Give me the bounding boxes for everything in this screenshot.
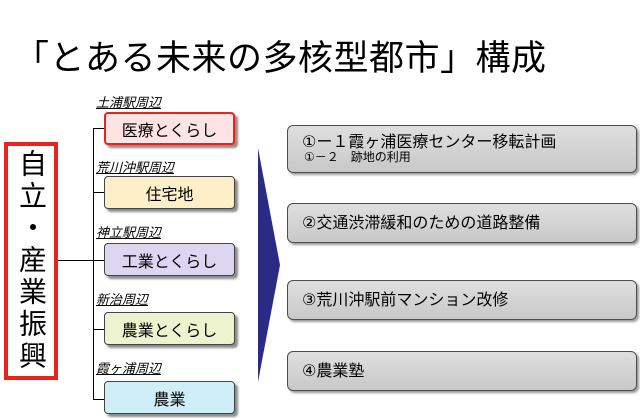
category-box: 農業 xyxy=(104,381,235,414)
area-label: 霞ヶ浦周辺 xyxy=(96,362,162,377)
category-box: 医療とくらし xyxy=(104,112,235,145)
area-label: 新治周辺 xyxy=(96,293,149,308)
area-label: 土浦駅周辺 xyxy=(96,96,162,111)
project-box-2: ②交通渋滞緩和のための道路整備 xyxy=(287,203,637,243)
project-title: ③荒川沖駅前マンション改修 xyxy=(302,289,509,309)
page-title: 「とある未来の多核型都市」構成 xyxy=(14,39,547,79)
category-box: 住宅地 xyxy=(104,176,235,209)
root-connector xyxy=(58,260,94,261)
root-label: 自立・産業振興 xyxy=(15,149,48,373)
branch-line xyxy=(93,329,105,330)
project-subtitle: ①－２ 跡地の利用 xyxy=(304,150,411,165)
project-title: ②交通渋滞緩和のための道路整備 xyxy=(302,212,541,232)
root-node: 自立・産業振興 xyxy=(4,142,58,380)
project-title: ①ー１霞ヶ浦医療センター移転計画 xyxy=(302,131,557,151)
category-box: 工業とくらし xyxy=(104,243,235,276)
branch-line xyxy=(93,260,105,261)
branch-line xyxy=(93,399,105,400)
project-title: ④農業塾 xyxy=(302,360,365,380)
flow-arrow-icon xyxy=(258,148,280,382)
category-box: 農業とくらし xyxy=(104,312,235,345)
project-box-1: ①ー１霞ヶ浦医療センター移転計画 ①－２ 跡地の利用 xyxy=(287,125,637,173)
project-box-4: ④農業塾 xyxy=(287,351,637,391)
branch-line xyxy=(93,128,105,129)
area-label: 荒川沖駅周辺 xyxy=(96,161,175,176)
branch-line xyxy=(93,192,105,193)
trunk-line xyxy=(93,128,94,400)
area-label: 神立駅周辺 xyxy=(96,226,162,241)
project-box-3: ③荒川沖駅前マンション改修 xyxy=(287,280,637,320)
